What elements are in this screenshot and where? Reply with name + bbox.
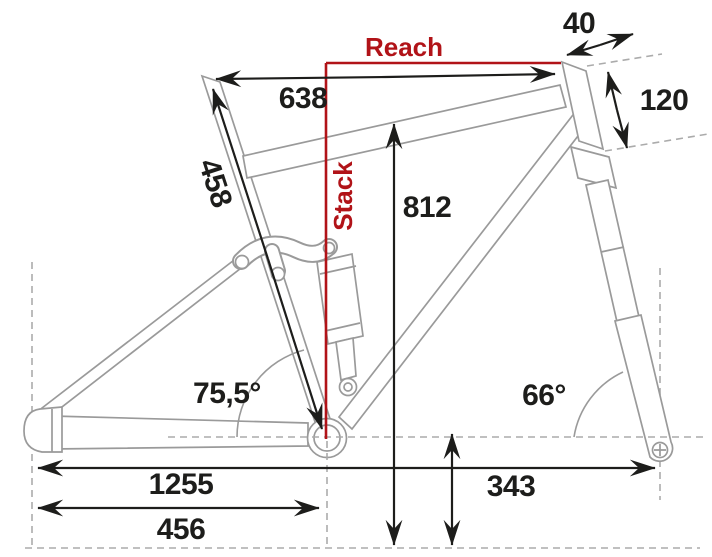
arrow-638-left: [215, 70, 387, 88]
reach-stack-lines: [324, 61, 561, 439]
seat-angle-arc: [236, 349, 305, 438]
measurement-arrows: [37, 32, 656, 546]
arrow-120-up: [605, 71, 622, 111]
shock-shaft: [335, 336, 357, 382]
head-tube: [560, 60, 605, 151]
arrow-120-down: [612, 109, 629, 149]
head-top-offset-value: 40: [563, 7, 595, 40]
arrow-638-right: [385, 66, 556, 83]
head-tube-value: 120: [640, 84, 689, 117]
seat-angle-value: 75,5°: [193, 377, 261, 410]
fork-crown: [569, 145, 618, 190]
fork-seam: [600, 246, 625, 253]
chainstay: [51, 415, 309, 450]
wheelbase-value: 1255: [149, 468, 214, 501]
fork-stanchion: [584, 178, 641, 324]
rocker-link-body: [234, 237, 336, 268]
head-angle-arc: [573, 371, 624, 438]
bb-height-value: 343: [487, 470, 536, 503]
arrow-40-right: [599, 32, 634, 50]
arrow-40-left: [566, 39, 601, 57]
standover-value: 812: [403, 191, 452, 224]
chainstay-value: 456: [157, 513, 206, 546]
arrow-458-down: [266, 258, 324, 430]
shock-body: [316, 252, 364, 346]
measurement-labels: Reach Stack 638 458 40 120 812 75,5° 66°…: [149, 7, 689, 546]
head-angle-value: 66°: [522, 379, 566, 412]
guide-lines-over: [25, 436, 704, 549]
arrow-458-up: [211, 88, 270, 260]
reach-label: Reach: [365, 32, 443, 62]
fork-lower-leg: [613, 313, 674, 463]
top-tube: [242, 83, 568, 180]
top-tube-value: 638: [279, 82, 328, 115]
head-tube-top-guide: [586, 53, 663, 67]
head-tube-bottom-guide: [604, 133, 709, 152]
shock-band-bottom: [324, 322, 361, 332]
rear-dropout: [23, 406, 63, 453]
shock-eyelet-bore: [343, 382, 353, 392]
rocker-pivot-left: [234, 254, 250, 270]
front-axle-cross: [654, 444, 666, 456]
frame-drawing: [23, 60, 674, 463]
stack-label: Stack: [328, 161, 358, 231]
